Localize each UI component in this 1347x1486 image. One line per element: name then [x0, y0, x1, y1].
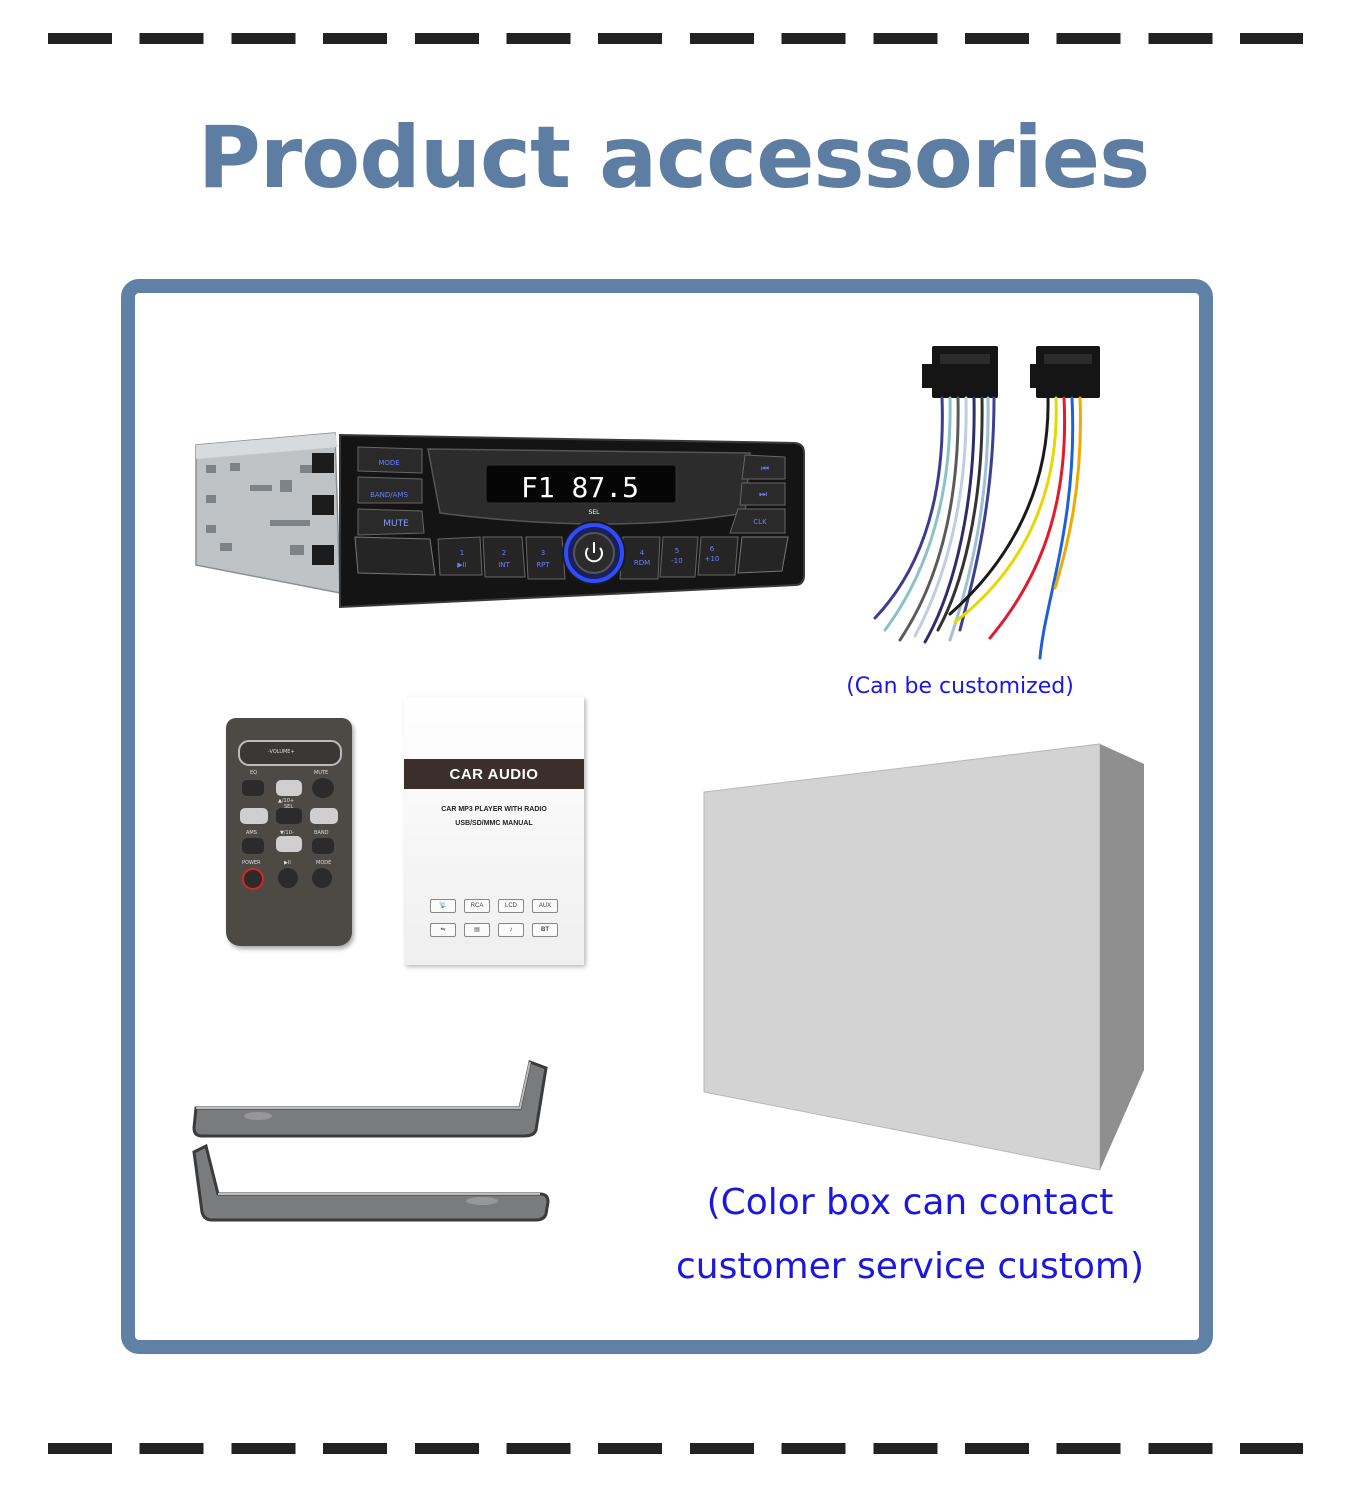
remote-label-up: ▲/10+: [278, 798, 295, 804]
user-manual: CAR AUDIO CAR MP3 PLAYER WITH RADIO USB/…: [404, 697, 584, 965]
harness-caption: (Can be customized): [846, 674, 1074, 699]
preset-4-function: RDM: [634, 559, 650, 567]
remote-left-button: [240, 808, 268, 824]
remote-up-button: [276, 780, 302, 796]
manual-bt-icon: BT: [532, 923, 558, 937]
remote-eq-button: [242, 780, 264, 796]
remote-down-button: [276, 836, 302, 852]
band-ams-button-label: BAND/AMS: [370, 491, 408, 499]
manual-sd-icon: ▤: [464, 923, 490, 937]
mounting-bracket-top: [192, 1059, 548, 1138]
remote-label-sel: SEL: [284, 804, 294, 810]
mounting-brackets: [192, 1059, 550, 1222]
remote-label-power: POWER: [242, 860, 261, 866]
manual-lcd-icon: LCD: [498, 899, 524, 913]
remote-label-play: ▶II: [284, 860, 291, 866]
preset-4-number: 4: [640, 549, 645, 557]
remote-label-down: ▼/10-: [280, 830, 294, 836]
preset-2-function: INT: [498, 561, 510, 569]
color-box: [703, 743, 1144, 1171]
lcd-display-text: F1 87.5: [521, 471, 639, 504]
remote-right-button: [310, 808, 338, 824]
manual-usb-icon: ⇋: [430, 923, 456, 937]
next-track-icon: ⏭: [759, 489, 767, 499]
remote-mute-button: [312, 778, 334, 798]
remote-mode-button: [312, 868, 332, 888]
remote-label-mode: MODE: [316, 860, 332, 866]
top-dashed-divider: [48, 33, 1303, 44]
preset-5-function: -10: [671, 557, 682, 565]
page-title: Product accessories: [197, 108, 1151, 208]
remote-play-button: [278, 868, 298, 888]
preset-3-function: RPT: [536, 561, 550, 569]
preset-3-number: 3: [541, 549, 545, 557]
car-radio-unit: F1 87.5 MODE BAND/AMS MUTE ⏮ ⏭ CLK 1 ▶II…: [195, 432, 805, 609]
manual-mic-icon: ♪: [498, 923, 524, 937]
clk-button-label: CLK: [753, 518, 767, 526]
manual-title: CAR AUDIO: [449, 766, 539, 783]
preset-1-number: 1: [460, 549, 464, 557]
remote-label-ams: AMS: [246, 830, 257, 836]
manual-rca-icon: RCA: [464, 899, 490, 913]
remote-label-band: BAND: [314, 830, 329, 836]
remote-power-button: [242, 868, 264, 890]
manual-aux-icon: AUX: [532, 899, 558, 913]
bottom-dashed-divider: [48, 1443, 1303, 1454]
prev-track-icon: ⏮: [761, 463, 769, 473]
preset-2-number: 2: [502, 549, 506, 557]
manual-radio-icon: 📡: [430, 899, 456, 913]
manual-subtitle-line2: USB/SD/MMC MANUAL: [455, 820, 533, 827]
remote-volume-rocker: -VOLUME+: [238, 740, 342, 766]
color-box-caption-line2: customer service custom): [676, 1246, 1144, 1287]
preset-6-function: +10: [705, 555, 720, 563]
remote-ams-button: [242, 838, 264, 854]
manual-title-band: [404, 759, 584, 789]
power-icon: [585, 542, 603, 563]
preset-5-number: 5: [675, 547, 679, 555]
color-box-caption-line1: (Color box can contact: [706, 1182, 1114, 1223]
remote-control: -VOLUME+ EQ MUTE ▲/10+ SEL AMS ▼/10- BAN…: [226, 718, 352, 946]
remote-label-mute: MUTE: [314, 770, 329, 776]
remote-band-button: [312, 838, 334, 854]
mounting-bracket-bottom: [192, 1143, 550, 1222]
remote-volume-label: -VOLUME+: [268, 749, 295, 755]
wiring-harness: [873, 346, 1100, 660]
preset-6-number: 6: [710, 545, 715, 553]
remote-label-eq: EQ: [250, 770, 258, 776]
mute-button-label: MUTE: [383, 519, 409, 529]
remote-sel-button: [276, 808, 302, 824]
preset-1-function: ▶II: [457, 561, 467, 569]
mode-button-label: MODE: [378, 459, 399, 467]
manual-subtitle-line1: CAR MP3 PLAYER WITH RADIO: [441, 806, 547, 813]
sel-label: SEL: [589, 509, 601, 516]
